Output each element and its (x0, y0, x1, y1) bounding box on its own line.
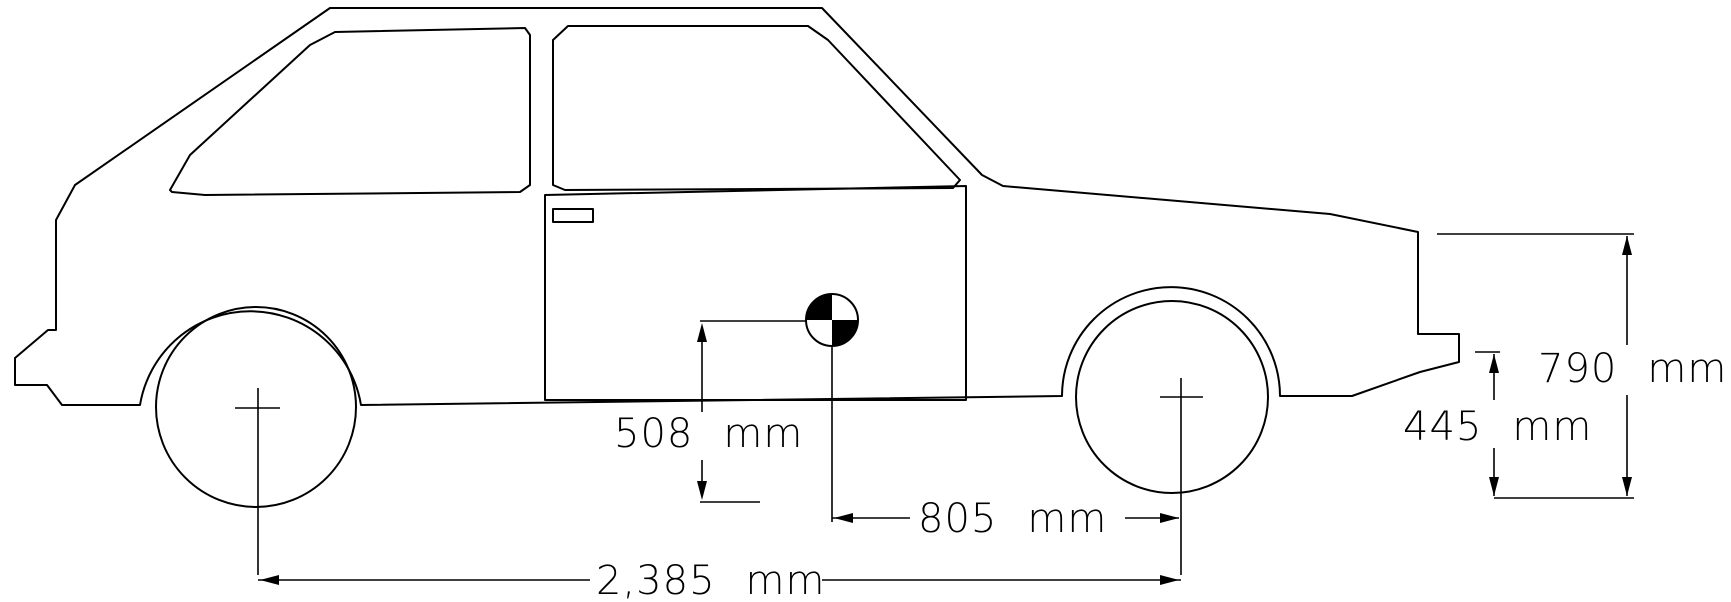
rear-side-window (169, 27, 531, 196)
deck-height-dimension (1437, 233, 1634, 499)
front-axle-center-mark (1160, 378, 1203, 575)
wheelbase-dimension (258, 575, 1181, 585)
cg-height-dimension (697, 320, 806, 503)
car-body-outline (14, 7, 1460, 406)
door-window (552, 25, 961, 191)
cg-to-axle-dimension (831, 346, 1179, 523)
door-panel (544, 185, 967, 401)
center-of-gravity-icon (805, 293, 859, 347)
rear-axle-center-mark (235, 388, 280, 575)
front-wheel (1075, 300, 1269, 494)
bumper-height-dimension (1475, 351, 1500, 496)
door-handle (552, 208, 594, 223)
rear-wheel (155, 306, 357, 508)
